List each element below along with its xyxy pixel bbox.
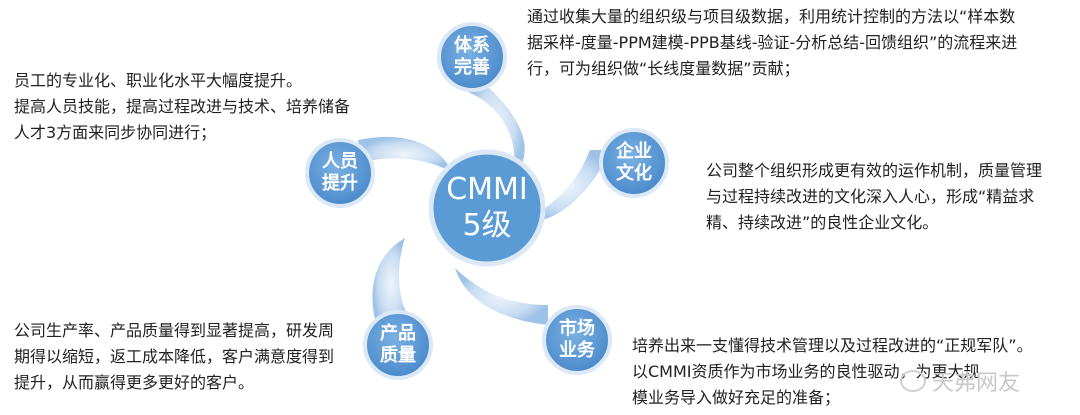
text-system: 通过收集大量的组织级与项目级数据，利用统计控制的方法以“样本数 据采样-度量-P… <box>527 7 1018 78</box>
node-system-circle <box>437 22 507 92</box>
swirl-arm-market <box>455 268 548 325</box>
text-quality: 公司生产率、产品质量得到显著提高，研发周 期得以缩短，返工成本降低，客户满意度得… <box>14 321 335 392</box>
node-quality-label: 产品 质量 <box>380 323 416 366</box>
node-culture-label: 企业 文化 <box>616 141 652 184</box>
center-circle <box>428 149 546 267</box>
swirl-arm-quality <box>372 238 410 330</box>
watermark-text: 天弗网友 <box>931 371 1020 396</box>
node-market-circle <box>542 305 612 375</box>
text-market: 培养出来一支懂得技术管理以及过程改进的“正规军队”。 以CMMI资质作为市场业务… <box>632 336 1033 407</box>
text-staff: 员工的专业化、职业化水平大幅度提升。 提高人员技能，提高过程改进与技术、培养储备… <box>14 71 351 142</box>
node-staff-label: 人员 提升 <box>322 151 358 194</box>
swirl-arms <box>358 70 612 330</box>
node-culture-circle <box>599 128 669 198</box>
wechat-icon <box>899 370 926 392</box>
swirl-arm-staff <box>358 136 452 172</box>
center-label: CMMI 5级 <box>446 172 528 243</box>
swirl-arm-system <box>468 70 525 178</box>
node-system-label: 体系 完善 <box>454 35 490 78</box>
node-staff-circle <box>305 138 375 208</box>
swirl-arm-culture <box>520 150 612 223</box>
node-market-label: 市场 业务 <box>559 318 595 361</box>
text-culture: 公司整个组织形成更有效的运作机制，质量管理 与过程持续改进的文化深入人心，形成“… <box>706 161 1043 232</box>
node-quality-circle <box>363 310 433 380</box>
watermark: 天弗网友 <box>899 365 1020 397</box>
